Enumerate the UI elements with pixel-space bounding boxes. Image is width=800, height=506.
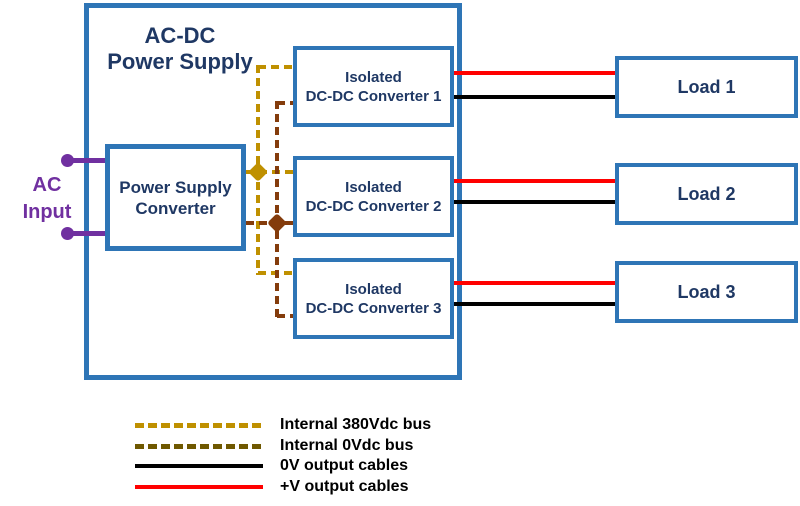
legend-label-0v-cables: 0V output cables — [280, 457, 409, 474]
load-2-positive-cable — [451, 179, 615, 183]
dcdc-converter-3-box: Isolated DC-DC Converter 3 — [293, 258, 454, 339]
power-supply-converter-line-2: Converter — [135, 198, 216, 218]
load-3-box: Load 3 — [615, 261, 798, 323]
load-2-0v-cable — [451, 200, 615, 204]
title-line-1: AC-DC — [144, 23, 216, 48]
legend-row-plus-v-cables: +V output cables — [135, 477, 408, 497]
legend-swatch-plus-v-cables — [135, 485, 263, 489]
bus-0vdc-vertical-line — [275, 101, 279, 318]
ac-dc-power-supply-title: AC-DC Power Supply — [96, 23, 264, 75]
dcdc-converter-3-line-2: DC-DC Converter 3 — [305, 299, 442, 317]
dcdc-converter-3-line-1: Isolated — [345, 280, 402, 298]
dcdc-converter-1-box: Isolated DC-DC Converter 1 — [293, 46, 454, 127]
load-2-box: Load 2 — [615, 163, 798, 225]
load-1-box: Load 1 — [615, 56, 798, 118]
ac-input-label: AC Input — [10, 172, 84, 226]
legend-row-380vdc-bus: Internal 380Vdc bus — [135, 415, 431, 435]
bus-380vdc-branch-converter1 — [258, 65, 294, 69]
load-1-positive-cable — [451, 71, 615, 75]
bus-0vdc-branch-converter1 — [277, 101, 294, 105]
legend-label-plus-v-cables: +V output cables — [280, 478, 409, 495]
load-2-label: Load 2 — [677, 183, 736, 204]
ac-terminal-dot-top — [61, 154, 74, 167]
load-1-0v-cable — [451, 95, 615, 99]
bus-380vdc-branch-converter2 — [246, 170, 294, 174]
dcdc-converter-1-line-2: DC-DC Converter 1 — [305, 87, 442, 105]
legend-swatch-0vdc-bus — [135, 443, 263, 449]
legend-swatch-380vdc-bus — [135, 422, 263, 428]
legend-row-0vdc-bus: Internal 0Vdc bus — [135, 436, 413, 456]
dcdc-converter-2-box: Isolated DC-DC Converter 2 — [293, 156, 454, 237]
load-3-positive-cable — [451, 281, 615, 285]
ac-input-wire-bottom — [63, 231, 109, 236]
dcdc-converter-1-line-1: Isolated — [345, 68, 402, 86]
ac-terminal-dot-bottom — [61, 227, 74, 240]
ac-input-line-2: Input — [22, 201, 72, 223]
legend-label-0vdc-bus: Internal 0Vdc bus — [280, 437, 414, 454]
ac-input-wire-top — [63, 158, 109, 163]
dcdc-converter-2-line-2: DC-DC Converter 2 — [305, 197, 442, 215]
load-3-label: Load 3 — [677, 281, 736, 302]
power-supply-converter-line-1: Power Supply — [119, 177, 232, 197]
power-supply-converter-box: Power Supply Converter — [105, 144, 246, 251]
legend-label-380vdc-bus: Internal 380Vdc bus — [280, 416, 432, 433]
load-1-label: Load 1 — [677, 76, 736, 97]
dcdc-converter-2-line-1: Isolated — [345, 178, 402, 196]
bus-0vdc-branch-converter3 — [277, 314, 294, 318]
load-3-0v-cable — [451, 302, 615, 306]
title-line-2: Power Supply — [107, 49, 253, 74]
legend-row-0v-cables: 0V output cables — [135, 456, 408, 476]
legend-swatch-0v-cables — [135, 464, 263, 468]
ac-input-line-1: AC — [32, 174, 62, 196]
